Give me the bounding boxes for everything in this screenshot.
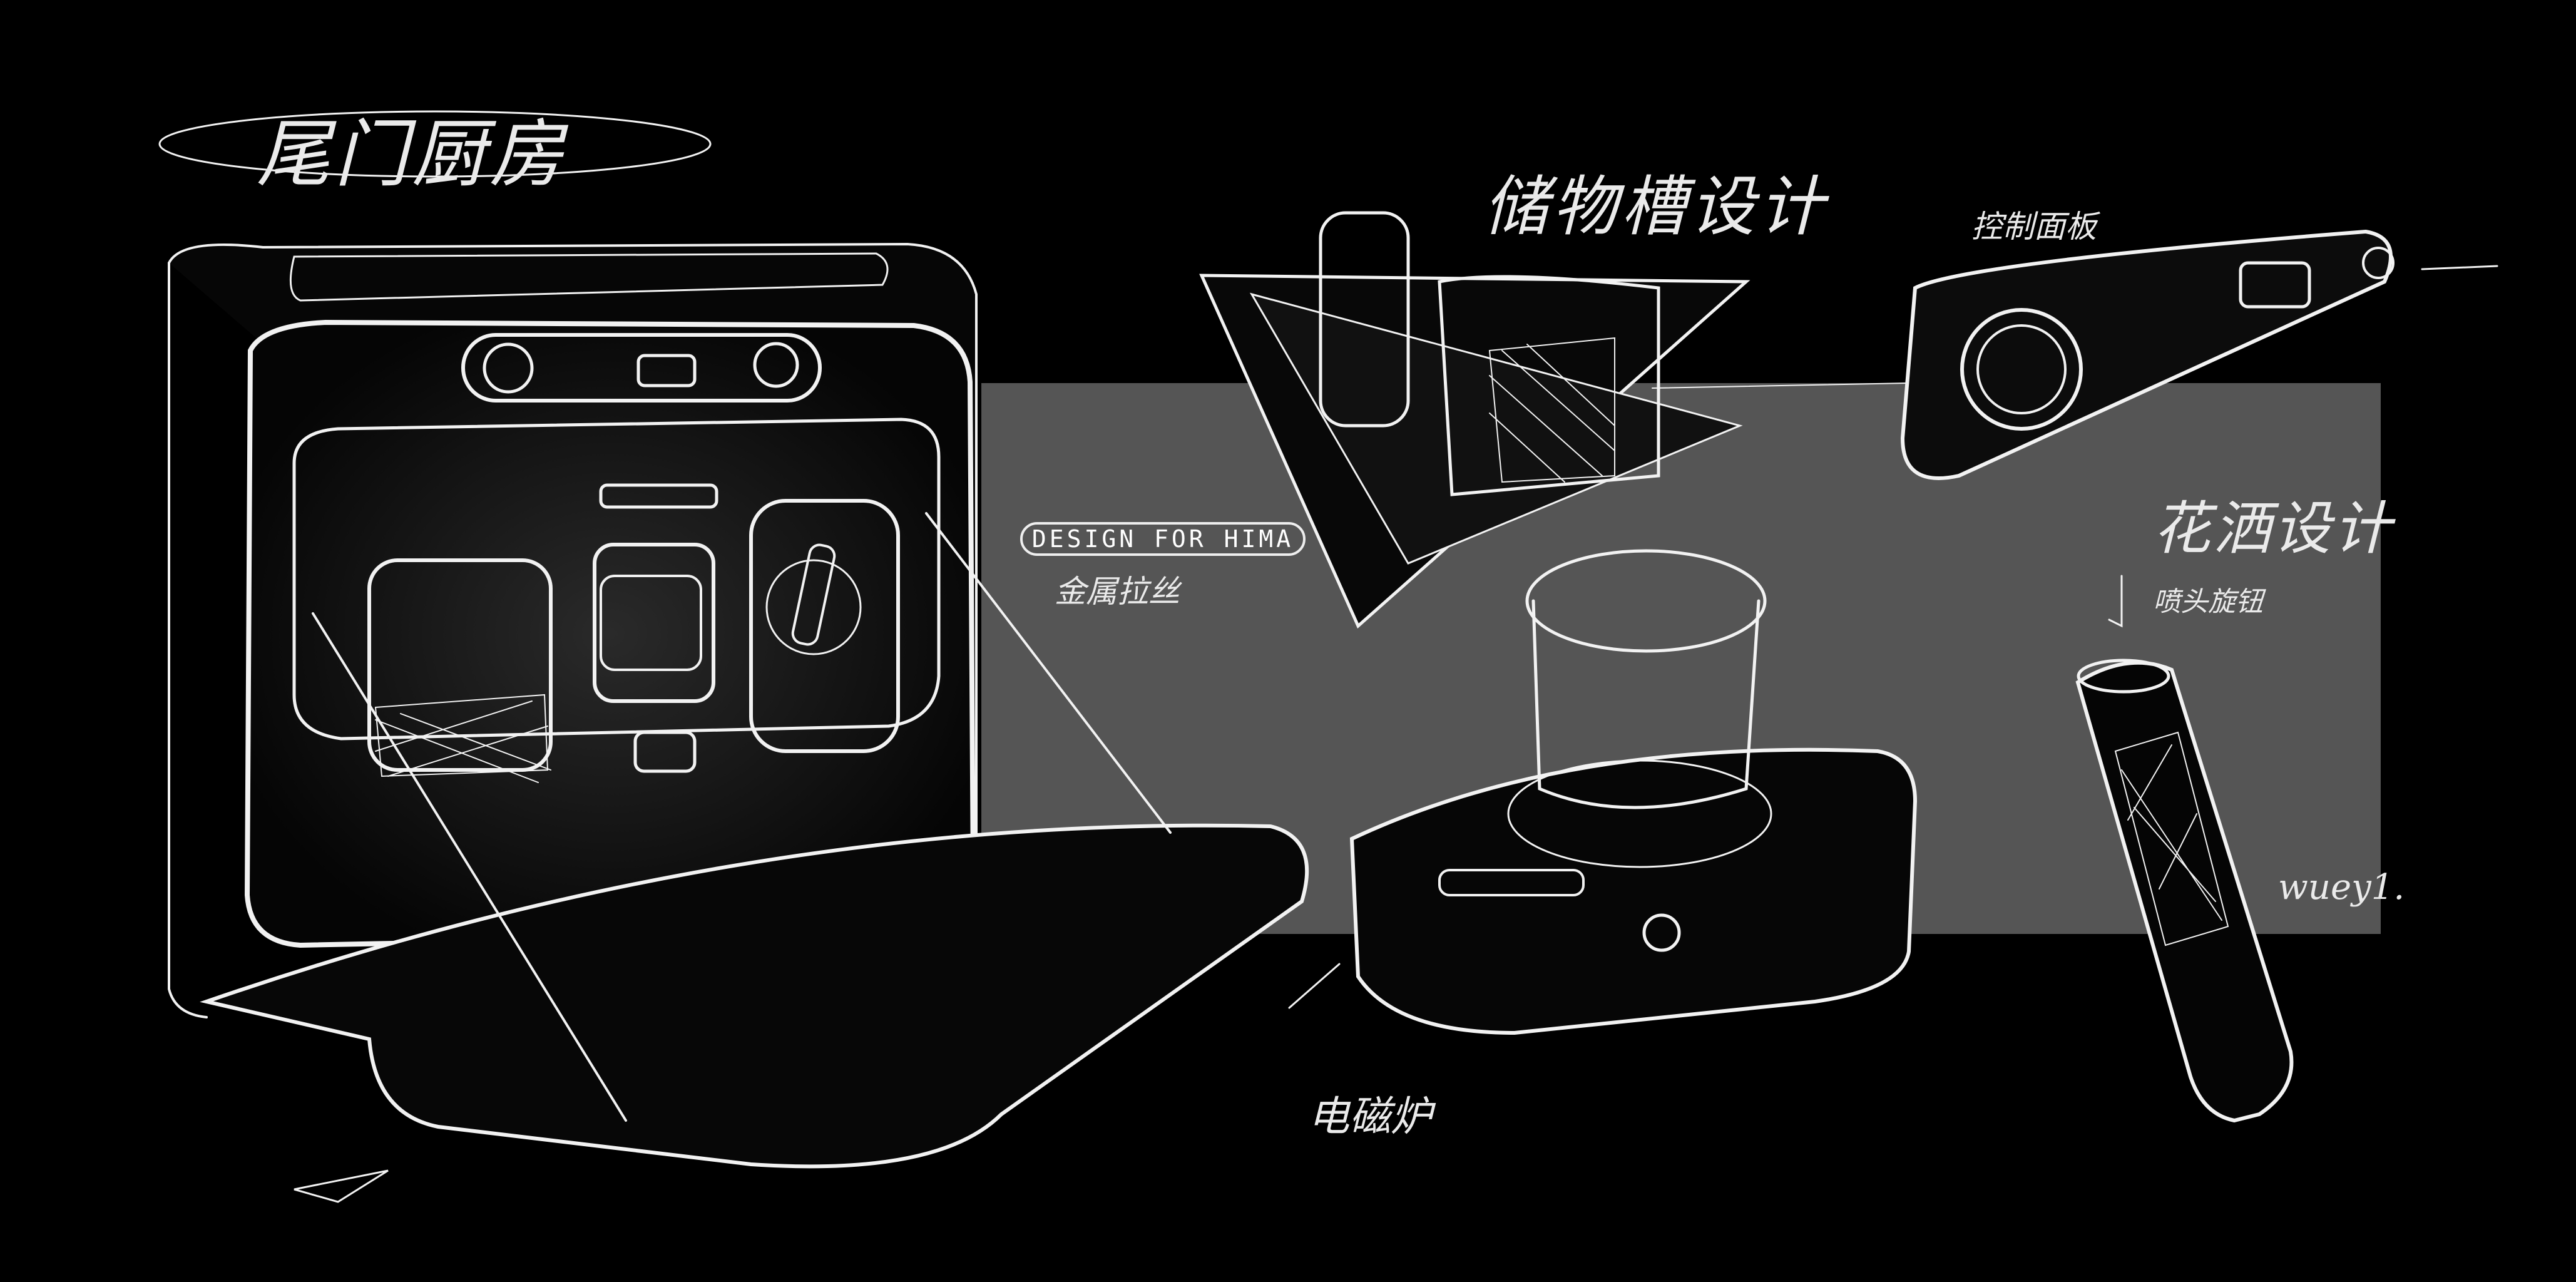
- shower-head-sketch: [2075, 575, 2294, 1123]
- artist-signature: wuey1.: [2278, 867, 2405, 908]
- shower-design-label: 花洒设计: [2153, 495, 2394, 562]
- tailgate-kitchen-sketch: [158, 110, 1309, 1203]
- induction-cooker-label: 电磁炉: [1308, 1092, 1432, 1141]
- control-panel-label: 控制面板: [1971, 208, 2097, 245]
- control-panel-module-sketch: [1900, 229, 2498, 480]
- brushed-metal-label: 金属拉丝: [1055, 573, 1180, 610]
- storage-groove-label: 储物槽设计: [1483, 168, 1828, 245]
- nozzle-knob-label: 喷头旋钮: [2153, 586, 2263, 618]
- title-handwriting: 尾门厨房: [257, 111, 568, 197]
- storage-groove-sketch: [1199, 211, 1972, 629]
- induction-cooker-sketch: [1288, 549, 1918, 1035]
- design-badge: DESIGN FOR HIMA: [1020, 522, 1306, 556]
